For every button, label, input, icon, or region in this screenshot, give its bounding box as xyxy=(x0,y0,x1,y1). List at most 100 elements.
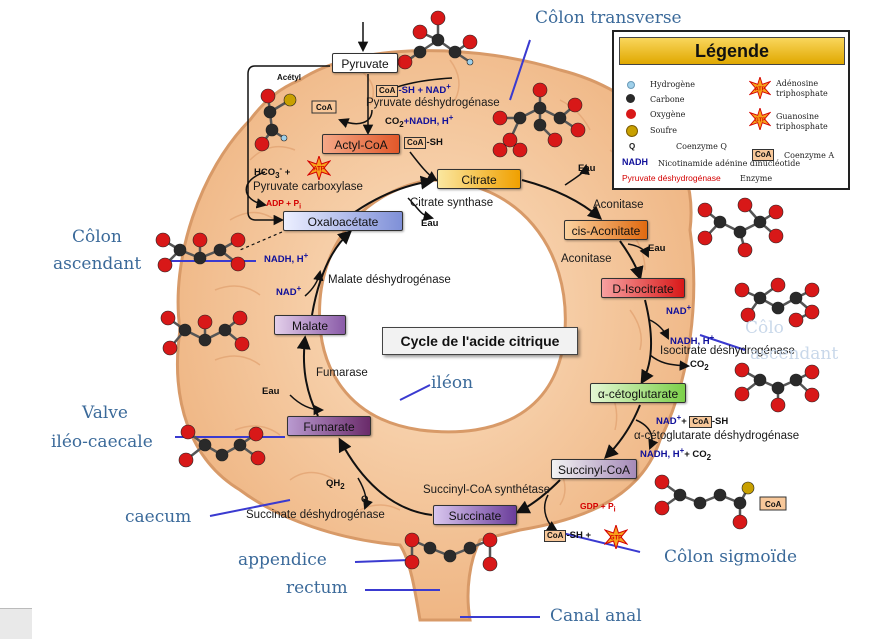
text-sh-plus: -SH + xyxy=(566,530,592,541)
oxygen-atom xyxy=(230,256,246,272)
carbon-atom xyxy=(533,101,547,115)
carbon-atom xyxy=(789,373,803,387)
curl-aconitase-eau xyxy=(564,163,590,186)
arrow-isocitrate-to-akg xyxy=(640,299,654,385)
cofactor-nad-malate: NAD+ xyxy=(276,284,301,298)
oxygen-atom xyxy=(192,232,208,248)
oxygen-atom xyxy=(404,532,420,548)
node-cis-aconitate: cis-Aconitate xyxy=(564,220,648,240)
cofactor-eau-citrate: Eau xyxy=(421,218,439,229)
coa-tag-succinyl xyxy=(759,496,787,511)
hydrogen-atom xyxy=(280,134,288,142)
anatomy-colon-ascendant-right-1: Côlo xyxy=(745,318,784,338)
legend-gtp-burst-text: GTP xyxy=(754,117,766,123)
sub-2: 2 xyxy=(704,362,709,372)
oxygen-atom xyxy=(804,282,820,298)
atp-burst-text: ATP xyxy=(313,167,325,173)
sup-plus: + xyxy=(709,333,715,342)
oxygen-atom xyxy=(740,307,756,323)
cofactor-q: Q xyxy=(361,494,369,505)
oxygen-atom xyxy=(737,197,753,213)
cofactor-nadh-malate: NADH, H+ xyxy=(264,251,308,265)
legend-enzyme-example: Pyruvate déshydrogénase xyxy=(622,173,721,183)
legend-gtp-1: Guanosine xyxy=(776,112,819,121)
enzyme-akg-dh: α-cétoglutarate déshydrogénase xyxy=(634,430,800,442)
legend-nadh-symbol: NADH xyxy=(622,157,648,167)
legend-coa-symbol: CoA xyxy=(752,149,775,161)
legend-atp-2: triphosphate xyxy=(776,89,828,98)
citrate-top-model xyxy=(492,82,586,158)
carbon-atom xyxy=(413,45,427,59)
anatomy-caecum: caecum xyxy=(125,507,192,527)
succinyl-model xyxy=(654,474,755,530)
coa-tag: CoA xyxy=(404,137,427,149)
anatomy-ileon: iléon xyxy=(431,373,474,393)
curl-fumarase-eau xyxy=(289,394,325,416)
arrow-oxaloacetate-to-citrate xyxy=(354,175,435,213)
legend-panel: Légende Hydrogène Carbone Oxygène Soufre… xyxy=(612,30,850,190)
carbon-atom xyxy=(753,291,767,305)
acetyl-model xyxy=(254,88,297,152)
node-acetyl-coa: Actyl-CoA xyxy=(322,134,400,154)
hydrogen-dot-icon xyxy=(627,81,635,89)
oxygen-atom xyxy=(697,230,713,246)
oxygen-atom xyxy=(654,474,670,490)
isocitrate-model xyxy=(734,277,820,328)
oxygen-atom xyxy=(412,24,428,40)
atp-burst-shape xyxy=(307,156,331,180)
anatomy-colon-sigmoide: Côlon sigmoïde xyxy=(664,547,798,567)
oxygen-atom xyxy=(404,554,420,570)
curl-cis-eau xyxy=(627,243,649,258)
oxygen-atom xyxy=(482,532,498,548)
arrow-succinate-to-fumarate xyxy=(338,437,433,516)
oxygen-atom xyxy=(804,304,820,320)
oxygen-dot-icon xyxy=(626,109,636,119)
carbon-atom xyxy=(198,438,212,452)
text-hco: HCO xyxy=(254,167,276,179)
cofactor-eau-cis: Eau xyxy=(648,243,666,254)
coa-tag: CoA xyxy=(544,530,567,542)
carbon-atom xyxy=(553,111,567,125)
node-pyruvate: Pyruvate xyxy=(332,53,398,73)
oxygen-atom xyxy=(482,556,498,572)
coa-tag-acetyl xyxy=(311,100,337,114)
carbon-atom xyxy=(423,541,437,555)
curl-succinyl-gtp xyxy=(544,494,558,532)
anatomy-appendice: appendice xyxy=(238,550,327,570)
oxygen-atom xyxy=(502,132,518,148)
oxygen-atom xyxy=(462,34,478,50)
oxygen-atom xyxy=(570,122,586,138)
cofactor-pdh-outputs: CO2+NADH, H+ xyxy=(385,113,453,129)
legend-gtp-burst-shape xyxy=(749,108,771,130)
molecule-models xyxy=(155,10,820,572)
anatomy-rectum: rectum xyxy=(286,578,348,598)
node-alpha-ketoglutarate: α-cétoglutarate xyxy=(590,383,686,403)
oxygen-atom xyxy=(162,340,178,356)
malate-model xyxy=(160,310,250,356)
anatomy-valve-2: iléo-caecale xyxy=(51,432,153,452)
curl-isocitrate-co2 xyxy=(649,354,691,371)
side-arrows xyxy=(245,22,691,532)
cofactor-eau-fumarase: Eau xyxy=(262,386,280,397)
text-nad: NAD xyxy=(666,306,687,318)
cofactor-hco3: HCO3- + xyxy=(254,164,290,180)
carbon-atom xyxy=(263,105,277,119)
enzyme-aconitase-2: Aconitase xyxy=(561,253,612,265)
node-succinyl-coa: Succinyl-CoA xyxy=(551,459,637,479)
cofactor-nadh-akg: NADH, H++ CO2 xyxy=(640,446,711,462)
anatomy-colon-ascendant-right-2: ascendant xyxy=(750,344,839,364)
carbon-atom xyxy=(673,488,687,502)
carbon-dot-icon xyxy=(626,94,635,103)
legend-title: Légende xyxy=(619,37,845,65)
cofactor-eau-aconitase: Eau xyxy=(578,163,596,174)
node-succinate: Succinate xyxy=(433,505,517,525)
oxaloacetate-model xyxy=(155,232,246,273)
oxygen-atom xyxy=(734,362,750,378)
carbon-atom xyxy=(178,323,192,337)
enzyme-pyruvate-carboxylase: Pyruvate carboxylase xyxy=(253,181,363,193)
text-co: CO xyxy=(690,359,705,370)
succinate-model xyxy=(404,532,498,572)
carbon-atom xyxy=(733,496,747,510)
legend-carbone: Carbone xyxy=(650,95,685,104)
cofactor-nad-isocitrate: NAD+ xyxy=(666,303,691,317)
